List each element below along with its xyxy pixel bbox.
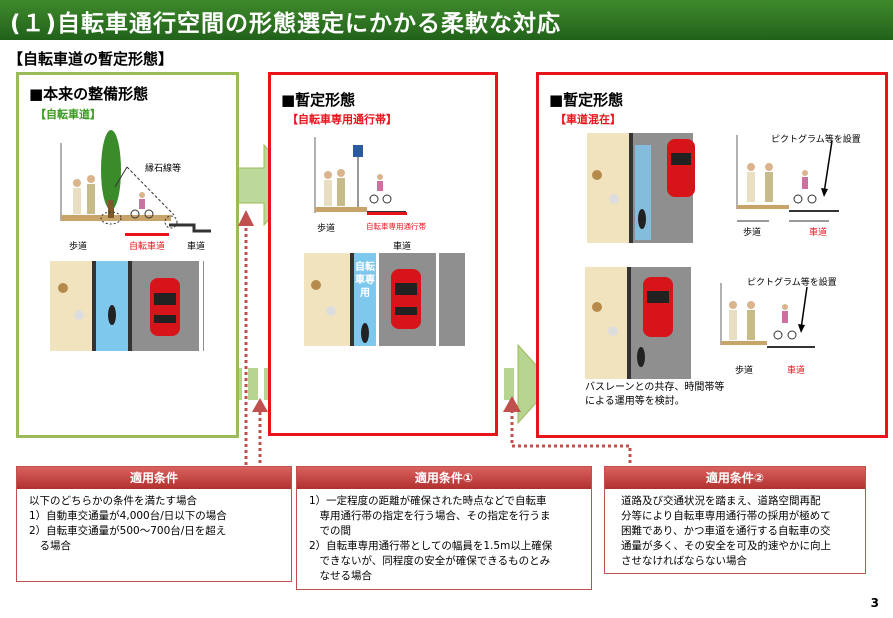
condition-line: での間 <box>309 525 351 537</box>
condition-line: なせる場合 <box>309 570 372 582</box>
label-pictogram-bottom: ピクトグラム等を設置 <box>747 278 837 288</box>
condition-line: 分等により自転車専用通行帯の採用が極めて <box>621 510 831 522</box>
ideal-illustration <box>50 130 211 351</box>
condition-line: させなければならない場合 <box>621 555 747 567</box>
panel-lane-heading: ■暫定形態 <box>281 91 356 109</box>
section-subtitle: 【自転車道の暫定形態】 <box>8 50 174 68</box>
condition-head: 適用条件 <box>17 467 291 489</box>
label-sidewalk: 歩道 <box>317 224 336 234</box>
label-sidewalk-bottom: 歩道 <box>735 366 754 376</box>
condition-line: る場合 <box>29 540 71 552</box>
condition-line: 2）自転車専用通行帯としての幅員を1.5m以上確保 <box>309 540 553 552</box>
label-road: 車道 <box>187 242 206 252</box>
condition-line: 2）自転車交通量が500～700台/日を超え <box>29 525 227 537</box>
label-sidewalk: 歩道 <box>69 242 88 252</box>
condition-line: 1）自動車交通量が4,000台/日以下の場合 <box>29 510 227 522</box>
label-road: 車道 <box>393 242 412 252</box>
title-bar: (１)自転車通行空間の形態選定にかかる柔軟な対応 <box>0 0 893 40</box>
panel-mixed: ■暫定形態 【車道混在】 <box>536 72 888 438</box>
note-bus-lane: バスレーンとの共存、時間帯等 による運用等を検討。 <box>585 381 724 409</box>
condition-line: 1）一定程度の距離が確保された時点などで自転車 <box>309 495 547 507</box>
condition-line: 道路及び交通状況を踏まえ、道路空間再配 <box>621 495 821 507</box>
page-title: (１)自転車通行空間の形態選定にかかる柔軟な対応 <box>10 11 562 37</box>
condition-line: 通量が多く、その安全を可及的速やかに向上 <box>621 540 831 552</box>
label-sidewalk-top: 歩道 <box>743 228 762 238</box>
note-line-2: による運用等を検討。 <box>585 396 685 407</box>
label-road-top: 車道 <box>809 228 828 238</box>
panel-mixed-heading: ■暫定形態 <box>549 91 624 109</box>
condition-head: 適用条件① <box>297 467 591 489</box>
panel-lane-sub: 【自転車専用通行帯】 <box>287 113 397 126</box>
condition-line: 困難であり、かつ車道を通行する自転車の交 <box>621 525 831 537</box>
condition-line: 専用通行帯の指定を行う場合、その指定を行うま <box>309 510 551 522</box>
panel-ideal-heading: ■本来の整備形態 <box>29 85 149 103</box>
label-bike-track: 自転車道 <box>129 242 166 252</box>
lane-marking-text: 自転車専用 <box>355 262 375 299</box>
note-line-1: バスレーンとの共存、時間帯等 <box>585 382 725 393</box>
label-road-bottom: 車道 <box>787 366 806 376</box>
panel-ideal-sub: 【自転車道】 <box>35 108 101 121</box>
panel-ideal: ■本来の整備形態 【自転車道】 縁石線等 <box>16 72 239 438</box>
condition-line: 以下のどちらかの条件を満たす場合 <box>29 495 197 507</box>
panel-mixed-sub: 【車道混在】 <box>555 113 621 126</box>
mixed-illustration <box>585 133 839 379</box>
condition-body: 1）一定程度の距離が確保された時点などで自転車 専用通行帯の指定を行う場合、その… <box>309 494 585 584</box>
lane-illustration <box>304 137 465 346</box>
condition-head: 適用条件② <box>605 467 865 489</box>
condition-box-2: 適用条件① 1）一定程度の距離が確保された時点などで自転車 専用通行帯の指定を行… <box>296 466 592 590</box>
label-curb: 縁石線等 <box>145 164 182 174</box>
condition-body: 以下のどちらかの条件を満たす場合 1）自動車交通量が4,000台/日以下の場合 … <box>29 494 285 554</box>
condition-box-3: 適用条件② 道路及び交通状況を踏まえ、道路空間再配 分等により自転車専用通行帯の… <box>604 466 866 574</box>
page-number: 3 <box>870 596 879 610</box>
condition-line: できないが、同程度の安全が確保できるものとみ <box>309 555 551 567</box>
label-pictogram-top: ピクトグラム等を設置 <box>771 135 861 145</box>
condition-box-1: 適用条件 以下のどちらかの条件を満たす場合 1）自動車交通量が4,000台/日以… <box>16 466 292 582</box>
condition-body: 道路及び交通状況を踏まえ、道路空間再配 分等により自転車専用通行帯の採用が極めて… <box>621 494 859 569</box>
label-bike-lane: 自転車専用通行帯 <box>366 222 426 231</box>
panel-lane: ■暫定形態 【自転車専用通行帯】 歩道 自転車専用通行帯 車道 自転車専用 <box>268 72 498 436</box>
